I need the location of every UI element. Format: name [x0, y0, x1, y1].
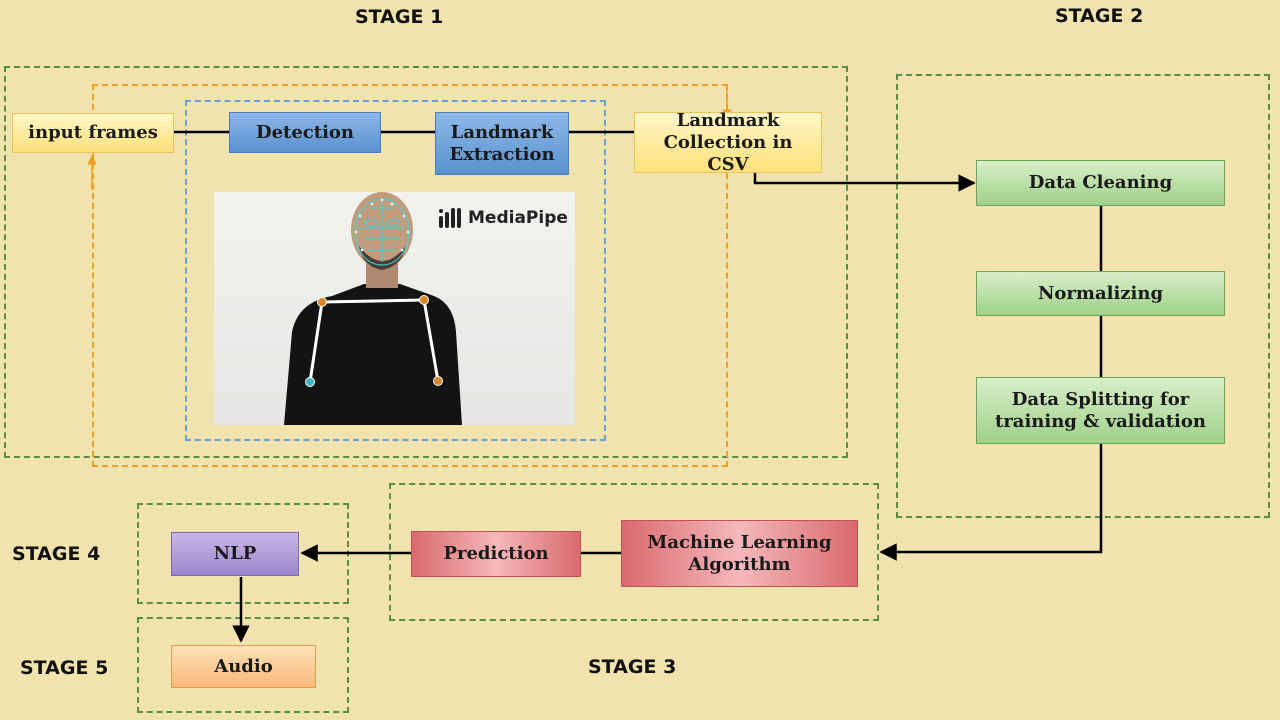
stage-2-region — [896, 74, 1270, 518]
input-frames-node: input frames — [12, 113, 174, 153]
landmark-extraction-label-line1: Landmark — [450, 121, 554, 143]
normalizing-node: Normalizing — [976, 271, 1225, 316]
audio-label: Audio — [214, 655, 273, 677]
feedback-loop-region — [92, 84, 728, 467]
nlp-node: NLP — [171, 532, 299, 576]
mediapipe-region — [185, 100, 606, 441]
nlp-label: NLP — [213, 543, 257, 564]
prediction-node: Prediction — [411, 531, 581, 577]
ml-algorithm-node: Machine Learning Algorithm — [621, 520, 858, 587]
landmark-extraction-node: Landmark Extraction — [435, 112, 569, 175]
audio-node: Audio — [171, 645, 316, 688]
landmark-collection-label-line2: Collection in CSV — [663, 131, 793, 175]
mediapipe-logo: MediaPipe — [438, 206, 568, 230]
mediapipe-logo-icon — [439, 208, 461, 228]
landmark-extraction-label-line2: Extraction — [449, 143, 555, 165]
stage-1-region — [4, 66, 848, 458]
detection-label: Detection — [255, 121, 355, 143]
ml-algorithm-label-line1: Machine Learning — [647, 531, 832, 553]
data-splitting-label-line2: training & validation — [995, 410, 1206, 432]
normalizing-label: Normalizing — [1037, 282, 1164, 304]
data-cleaning-label: Data Cleaning — [1028, 172, 1173, 193]
prediction-label: Prediction — [443, 543, 549, 564]
landmark-collection-label-line1: Landmark — [676, 109, 780, 131]
pose-detection-image: MediaPipe — [214, 192, 575, 425]
data-cleaning-node: Data Cleaning — [976, 160, 1225, 206]
stage-4-label: STAGE 4 — [12, 543, 101, 565]
data-splitting-node: Data Splitting for training & validation — [976, 377, 1225, 444]
stage-1-label: STAGE 1 — [355, 6, 444, 28]
mediapipe-logo-text: MediaPipe — [468, 208, 568, 228]
stage-5-label: STAGE 5 — [20, 657, 109, 679]
input-frames-label: input frames — [28, 122, 158, 143]
detection-node: Detection — [229, 112, 381, 153]
pose-figure — [284, 192, 462, 425]
data-splitting-label-line1: Data Splitting for — [1011, 388, 1190, 410]
stage-5-region — [137, 617, 349, 713]
stage-3-label: STAGE 3 — [588, 656, 677, 678]
landmark-collection-node: Landmark Collection in CSV — [634, 109, 822, 175]
ml-algorithm-label-line2: Algorithm — [688, 553, 791, 575]
edge-splitting-ml — [879, 444, 1103, 561]
stage-2-label: STAGE 2 — [1055, 5, 1144, 27]
edge-collection-cleaning — [753, 172, 976, 192]
